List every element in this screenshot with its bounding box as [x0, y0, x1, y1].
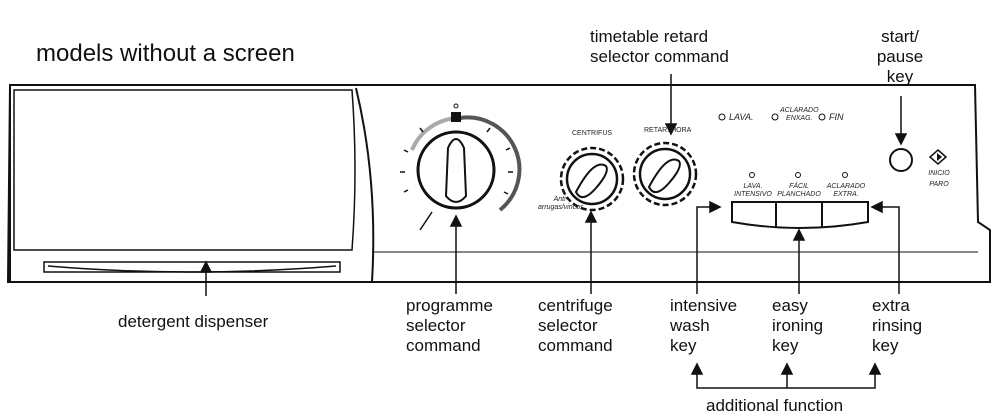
timetable-retard-dial[interactable]	[632, 141, 698, 207]
retar-hora-text: RETAR. HORA	[644, 127, 692, 134]
anti-arrugas-text: Anti- arrugas/vincos	[538, 196, 584, 211]
opt-planchado-text: FÁCIL PLANCHADO	[777, 183, 821, 198]
intensive-wash-label: intensive wash key	[670, 296, 738, 355]
opt-extra-text: ACLARADO EXTRA.	[826, 183, 866, 198]
inicio-text: INICIO	[928, 170, 950, 177]
detergent-dispenser-label: detergent dispenser	[118, 312, 269, 331]
detergent-drawer	[13, 89, 356, 251]
paro-text: PARO	[929, 181, 949, 188]
option-button-bar	[731, 201, 869, 229]
centrifus-text: CENTRIFUS	[572, 130, 613, 137]
led-fin	[818, 113, 826, 121]
timetable-retard-label: timetable retard selector command	[590, 27, 729, 66]
additional-function-label: additional function	[706, 396, 844, 415]
centrifuge-selector-label: centrifuge selector command	[538, 296, 613, 355]
easy-ironing-button[interactable]	[778, 203, 821, 223]
phase-aclarado-text: ACLARADO ENXAG.	[780, 107, 819, 122]
drawer-divider	[355, 87, 375, 283]
phase-fin-text: FIN	[829, 112, 844, 122]
start-pause-button[interactable]	[889, 148, 913, 172]
start-pause-icon	[928, 149, 948, 165]
easy-ironing-label: easy ironing key	[772, 296, 824, 355]
panel-outline	[6, 84, 991, 283]
rinsing-leader	[880, 206, 900, 294]
led-aclarado	[771, 113, 779, 121]
additional-function-bracket	[696, 372, 876, 389]
diagram-title: models without a screen	[36, 40, 295, 67]
centrifuge-selector-dial[interactable]	[559, 146, 625, 212]
drawer-handle[interactable]	[43, 261, 341, 273]
programme-dial-ticks	[400, 127, 513, 231]
extra-rinsing-label: extra rinsing key	[872, 296, 923, 355]
programme-selector-label: programme selector command	[406, 296, 493, 355]
start-pause-label: start/ pause key	[876, 27, 924, 86]
intensive-leader	[696, 206, 712, 294]
programme-selector-dial[interactable]	[410, 103, 522, 212]
phase-lava-text: LAVA.	[729, 112, 754, 122]
opt-intensivo-text: LAVA. INTENSIVO	[734, 183, 772, 198]
intensive-wash-button[interactable]	[734, 203, 775, 223]
led-lava	[718, 113, 726, 121]
extra-rinsing-button[interactable]	[824, 203, 867, 223]
